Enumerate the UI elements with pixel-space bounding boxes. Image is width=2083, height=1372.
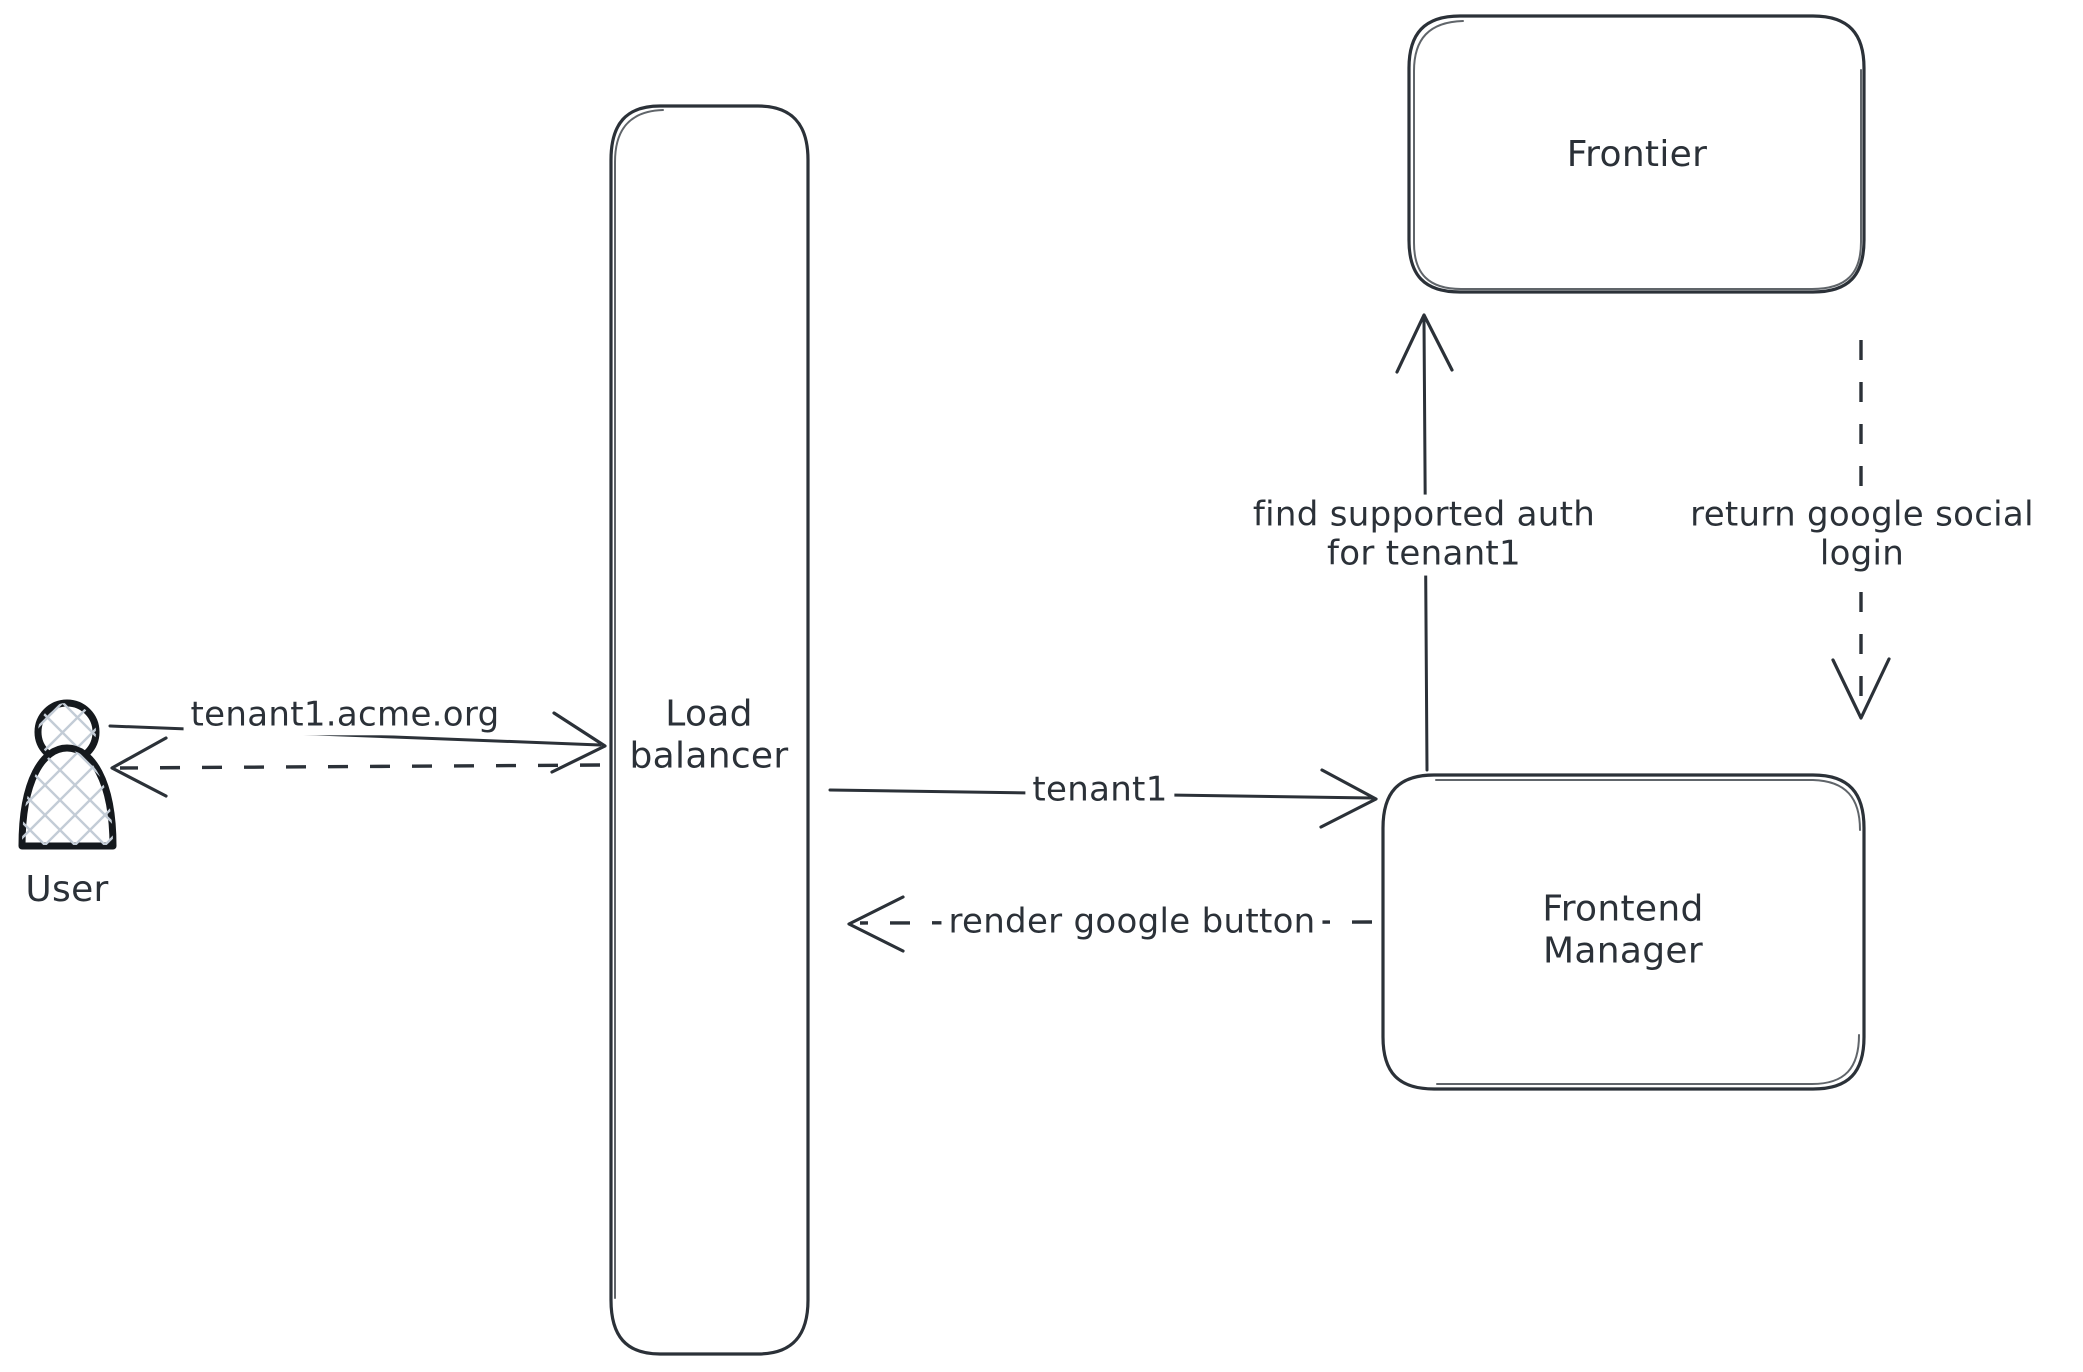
edge-lb-to-user-line <box>119 763 601 770</box>
edge-user-to-lb-line <box>108 724 602 747</box>
edge-user-to-lb <box>108 711 607 774</box>
edge-fm-to-frontier-line <box>1422 318 1429 772</box>
edge-lb-to-user-arrowhead <box>110 736 168 798</box>
actor-body <box>18 744 117 850</box>
edge-lb-to-fm-line <box>828 788 1374 800</box>
edge-lb-to-user <box>110 736 601 798</box>
node-load-balancer[interactable] <box>609 104 810 1356</box>
node-frontend-manager[interactable] <box>1381 773 1866 1091</box>
edge-lb-to-fm-arrowhead <box>1319 768 1378 829</box>
edge-fm-to-lb-arrowhead <box>847 895 905 953</box>
actor-user <box>18 699 117 850</box>
edge-fm-to-lb-line <box>859 920 1373 925</box>
edge-user-to-lb-arrowhead <box>550 711 607 774</box>
node-frontier[interactable] <box>1407 14 1866 294</box>
edge-lb-to-fm <box>828 768 1378 829</box>
edge-frontier-to-fm-arrowhead <box>1831 657 1891 720</box>
edge-frontier-to-fm <box>1831 340 1891 720</box>
frontend-manager-sketch-line <box>1435 779 1861 1085</box>
edge-fm-to-frontier-arrowhead <box>1395 313 1454 374</box>
frontier-sketch-line <box>1413 20 1862 290</box>
edge-fm-to-lb <box>847 895 1373 953</box>
load-balancer-shape <box>609 104 810 1356</box>
load-balancer-sketch-line <box>614 109 664 1299</box>
frontier-shape <box>1407 14 1866 294</box>
frontend-manager-shape <box>1381 773 1866 1091</box>
edge-fm-to-frontier <box>1395 313 1454 772</box>
